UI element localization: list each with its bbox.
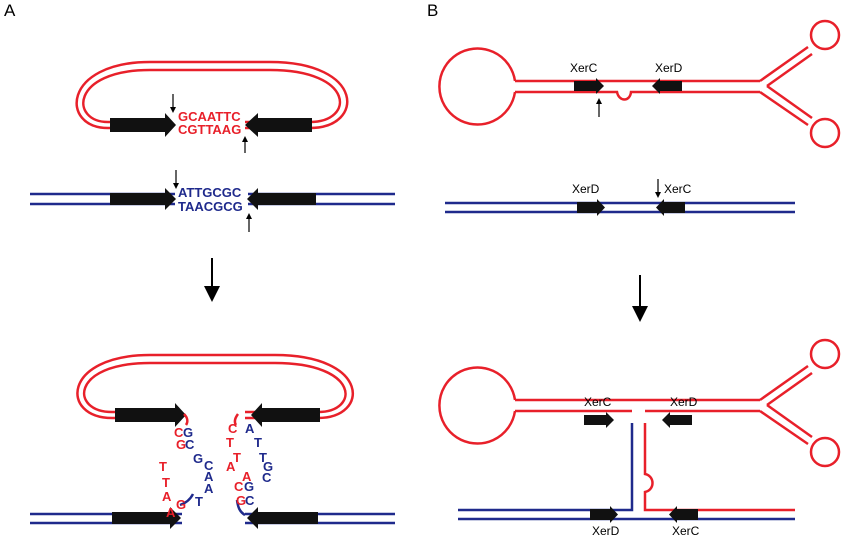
red-molecule-bottom	[438, 338, 841, 512]
exchange-letter: T	[233, 450, 241, 465]
exchange-letter: C	[204, 458, 214, 473]
exchange-letter: T	[159, 459, 167, 474]
exchange-letter: A	[242, 469, 252, 484]
exchange-letter: C	[174, 425, 184, 440]
exchange-letter: T	[254, 435, 262, 450]
red-plasmid-bottom	[76, 353, 354, 420]
xerc-label-low: XerC	[672, 524, 700, 538]
blue-seq-top: ATTGCGC	[178, 185, 242, 200]
exchange-letter: T	[162, 475, 170, 490]
exchange-letter: T	[226, 435, 234, 450]
exchange-letter: G	[176, 497, 186, 512]
exchange-letter: G	[193, 451, 203, 466]
process-arrow-b-icon	[632, 275, 648, 322]
panel-label-a: A	[4, 1, 16, 20]
red-molecule-bottom-arrows	[584, 412, 692, 428]
exchange-letter: A	[162, 489, 172, 504]
red-molecule-top	[438, 19, 841, 149]
blue-seq-bottom: TAACGCG	[178, 199, 243, 214]
xerc-label-mid: XerC	[664, 182, 692, 196]
exchange-letter: T	[259, 450, 267, 465]
xerc-label-bottom: XerC	[584, 395, 612, 409]
red-plasmid-top-arrows	[110, 113, 312, 137]
xerd-label-bottom: XerD	[670, 395, 698, 409]
blue-dna-right-top	[445, 201, 795, 214]
exchange-letter: C	[185, 437, 195, 452]
exchange-letter: A	[204, 481, 214, 496]
exchange-letter: A	[166, 505, 176, 520]
exchange-letter: A	[245, 421, 255, 436]
red-plasmid-bottom-arrows	[115, 403, 320, 427]
blue-molecule-bottom	[458, 423, 795, 521]
exchange-letter: A	[226, 459, 236, 474]
xerd-label-mid: XerD	[572, 182, 600, 196]
red-molecule-top-arrows	[574, 78, 682, 94]
exchange-letter: G	[176, 437, 186, 452]
exchange-letter: A	[204, 469, 214, 484]
red-seq-top: GCAATTC	[178, 109, 241, 124]
exchange-letter: C	[245, 493, 255, 508]
blue-molecule-bottom-arrows	[590, 506, 698, 523]
exchange-letter: G	[244, 479, 254, 494]
blue-dna-right-top-arrows	[577, 199, 685, 216]
exchange-letter: T	[195, 494, 203, 509]
exchange-letter: C	[234, 479, 244, 494]
exchange-letter: G	[236, 493, 246, 508]
exchange-letter: G	[183, 425, 193, 440]
blue-dna-bottom-arrows	[112, 507, 318, 529]
exchange-strands	[179, 413, 246, 517]
xerd-label-top: XerD	[655, 61, 683, 75]
red-seq-bottom: CGTTAAG	[178, 122, 241, 137]
xerd-label-low: XerD	[592, 524, 620, 538]
process-arrow-a-icon	[204, 258, 220, 302]
exchange-letter: C	[262, 470, 272, 485]
red-plasmid-top	[75, 60, 349, 130]
panel-label-b: B	[427, 1, 438, 20]
exchange-letter: G	[263, 459, 273, 474]
blue-dna-bottom	[30, 512, 395, 525]
blue-dna-top-arrows	[110, 188, 316, 210]
xerc-label-top: XerC	[570, 61, 598, 75]
exchange-letter: C	[228, 421, 238, 436]
